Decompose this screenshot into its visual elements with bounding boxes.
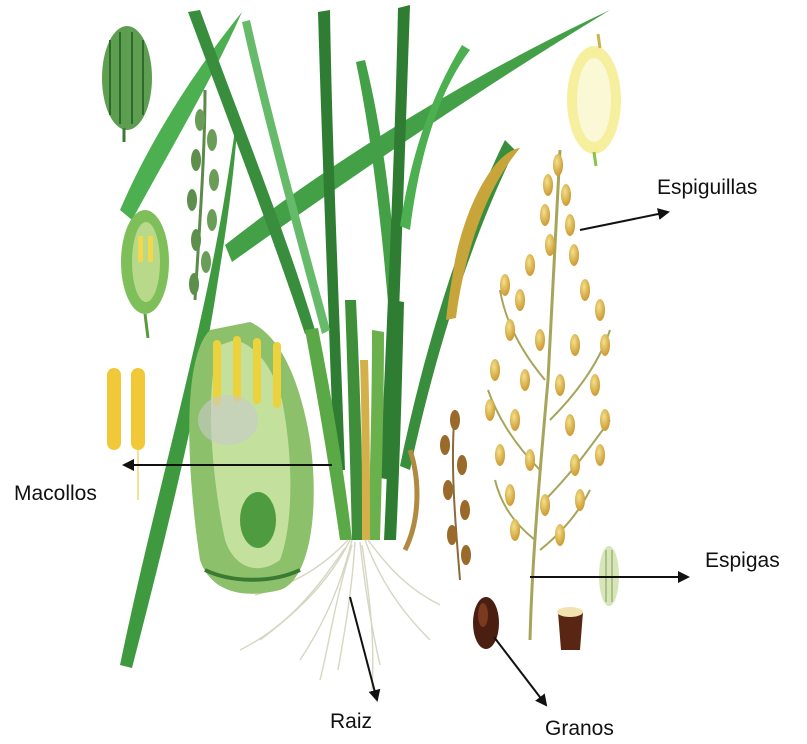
- label-granos: Granos: [545, 717, 614, 741]
- grains: [473, 597, 583, 650]
- leaf: [225, 10, 610, 262]
- label-espiguillas: Espiguillas: [657, 176, 757, 200]
- large-floret: [189, 322, 314, 594]
- arrow-granos: [494, 637, 546, 705]
- leaf: [446, 148, 520, 320]
- flower-section: [121, 210, 169, 338]
- label-raiz: Raiz: [330, 710, 372, 734]
- dehulled-grain: [567, 34, 621, 166]
- arrow-espiguillas: [580, 212, 668, 230]
- stamens: [107, 368, 145, 500]
- golden-panicle: [485, 150, 610, 640]
- green-seed: [102, 26, 152, 142]
- label-macollos: Macollos: [14, 482, 97, 506]
- label-espigas: Espigas: [705, 549, 780, 573]
